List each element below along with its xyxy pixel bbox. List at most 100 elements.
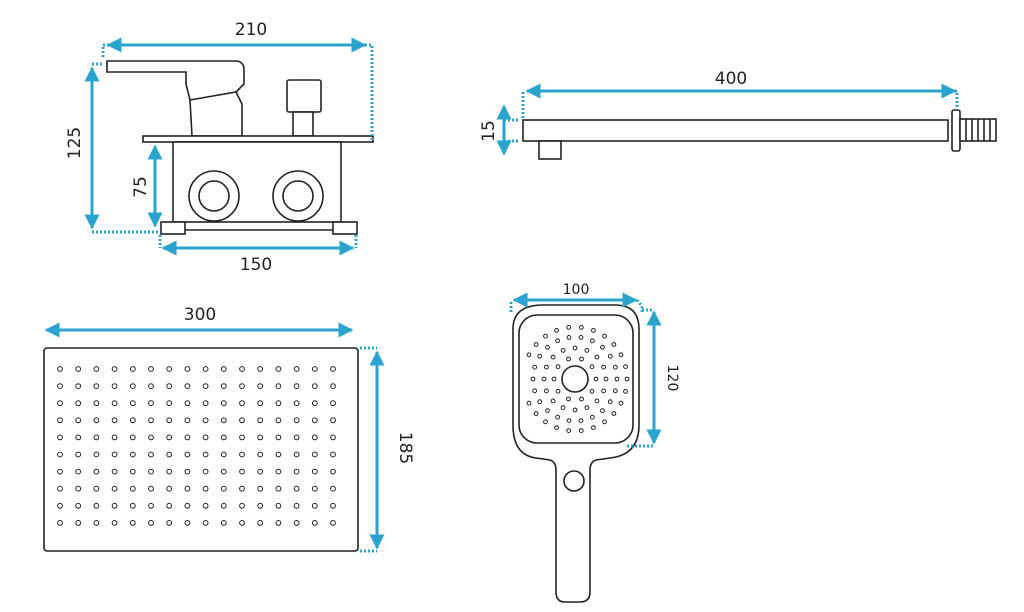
hand-nozzle	[607, 399, 613, 405]
hand-nozzle	[578, 418, 584, 424]
mixer-lever-neck	[189, 91, 243, 137]
rain-nozzle	[239, 485, 245, 492]
rain-nozzle	[239, 434, 245, 441]
rain-nozzle	[111, 383, 118, 390]
rain-nozzle	[184, 417, 191, 424]
rain-nozzle	[129, 502, 136, 509]
rain-nozzle	[257, 502, 264, 509]
rain-nozzle	[202, 502, 209, 509]
rain-nozzle	[257, 485, 264, 492]
rain-nozzle	[293, 417, 300, 424]
rain-nozzle	[166, 366, 173, 372]
rain-nozzle	[311, 434, 318, 441]
mixer-body-height-label: 75	[131, 176, 151, 198]
hand-nozzle	[560, 405, 566, 411]
hand-nozzle	[612, 364, 618, 370]
hand-nozzle	[591, 425, 596, 431]
rain-nozzle	[311, 502, 318, 509]
hand-nozzle	[554, 328, 559, 333]
hand-nozzle	[614, 376, 620, 382]
rain-nozzle	[184, 520, 191, 526]
hand-nozzle	[543, 333, 548, 339]
rain-nozzle	[111, 434, 118, 441]
hand-shower-width-label: 100	[563, 282, 590, 298]
rain-nozzle	[75, 417, 82, 424]
hand-nozzle	[545, 344, 550, 350]
hand-nozzle	[601, 364, 606, 370]
rain-nozzle	[57, 417, 63, 424]
hand-nozzle	[584, 348, 590, 353]
rain-nozzle	[166, 502, 173, 509]
shower-arm-diameter-label: 15	[479, 120, 499, 142]
hand-nozzle	[533, 411, 539, 416]
hand-shower-center	[561, 365, 589, 393]
rain-nozzle	[166, 400, 173, 407]
rain-nozzle	[293, 468, 300, 475]
mixer-foot-right	[332, 221, 358, 235]
hand-nozzle	[578, 325, 584, 330]
rain-nozzle	[93, 520, 100, 526]
rain-nozzle	[275, 451, 282, 458]
mixer-diverter-knob	[286, 79, 322, 113]
rain-nozzle	[93, 434, 100, 441]
shower-arm-flange	[951, 109, 961, 152]
rain-nozzle	[330, 366, 336, 372]
rain-head-nozzles	[57, 366, 336, 526]
hand-nozzle	[623, 389, 628, 394]
rain-nozzle	[293, 383, 300, 390]
hand-nozzle	[566, 356, 571, 362]
rain-nozzle	[166, 383, 173, 390]
rain-nozzle	[239, 383, 245, 390]
hand-nozzle	[532, 364, 538, 370]
hand-nozzle	[579, 356, 584, 362]
hand-nozzle	[545, 408, 550, 414]
rain-nozzle	[293, 400, 300, 407]
mixer-width-label: 210	[235, 20, 267, 40]
rain-nozzle	[239, 366, 245, 372]
rain-nozzle	[275, 434, 282, 441]
hand-nozzle	[526, 400, 532, 406]
rain-nozzle	[57, 366, 63, 372]
hand-nozzle	[544, 388, 549, 394]
hand-nozzle	[554, 425, 559, 431]
rain-nozzle	[166, 520, 173, 526]
rain-head-width-label: 300	[184, 305, 216, 325]
rain-nozzle	[202, 366, 209, 372]
rain-nozzle	[275, 485, 282, 492]
rain-nozzle	[75, 502, 82, 509]
rain-nozzle	[57, 520, 63, 526]
rain-nozzle	[293, 520, 300, 526]
rain-nozzle	[202, 451, 209, 458]
hand-nozzle	[618, 400, 624, 406]
rain-nozzle	[111, 485, 118, 492]
rain-nozzle	[275, 366, 282, 372]
hand-nozzle	[566, 396, 571, 402]
hand-nozzle	[537, 353, 543, 359]
rain-nozzle	[220, 520, 227, 526]
rain-nozzle	[57, 468, 63, 475]
shower-arm-length-label: 400	[715, 69, 747, 89]
rain-nozzle	[330, 468, 336, 475]
hand-shower-nozzles	[526, 325, 630, 434]
rain-nozzle	[293, 502, 300, 509]
rain-nozzle	[220, 383, 227, 390]
hand-nozzle	[589, 388, 595, 394]
hand-nozzle	[566, 335, 572, 340]
rain-nozzle	[202, 400, 209, 407]
mixer-foot-left	[160, 221, 186, 235]
rain-nozzle	[75, 468, 82, 475]
hand-nozzle	[530, 376, 536, 382]
rain-nozzle	[148, 520, 154, 526]
hand-nozzle	[623, 364, 628, 370]
hand-shower-height-label: 120	[664, 365, 680, 392]
rain-nozzle	[93, 502, 100, 509]
rain-nozzle	[111, 417, 118, 424]
hand-nozzle	[566, 418, 572, 424]
hand-nozzle	[603, 376, 609, 382]
hand-nozzle	[572, 345, 578, 351]
rain-nozzle	[148, 485, 154, 492]
rain-nozzle	[311, 417, 318, 424]
hand-nozzle	[594, 354, 600, 360]
rain-nozzle	[220, 400, 227, 407]
rain-nozzle	[330, 434, 336, 441]
